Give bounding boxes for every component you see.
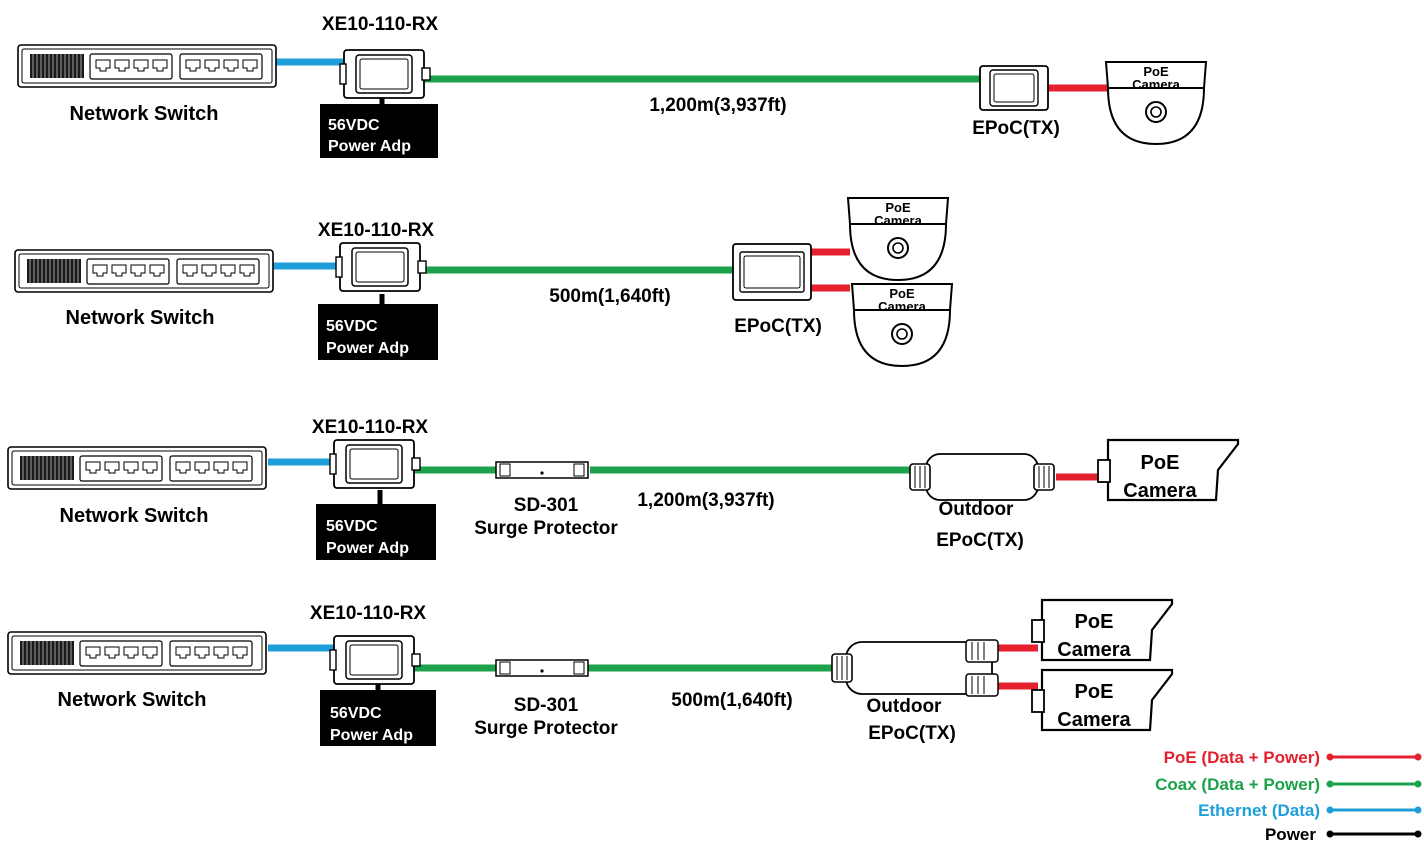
switch-label: Network Switch	[66, 307, 215, 329]
camera-label-line1: PoE	[889, 286, 915, 301]
tx-label-line1: Outdoor	[867, 696, 943, 717]
receiver-icon	[335, 242, 427, 292]
tx-label-line2: EPoC(TX)	[868, 723, 956, 744]
power-adapter	[316, 504, 436, 560]
adapter-label-line2: Power Adp	[330, 727, 413, 744]
adapter-label-line2: Power Adp	[326, 540, 409, 557]
legend-label-power: Power	[1265, 825, 1316, 841]
tx-label: EPoC(TX)	[972, 118, 1060, 139]
adapter-label-line1: 56VDC	[328, 117, 380, 134]
network-switch-icon	[7, 446, 267, 490]
legend-label-ethernet: Ethernet (Data)	[1198, 801, 1320, 820]
camera-label-line1: PoE	[1075, 611, 1114, 633]
surge-protector-icon	[495, 461, 589, 479]
switch-label: Network Switch	[70, 103, 219, 125]
receiver-label: XE10-110-RX	[318, 220, 435, 241]
power-adapter	[320, 104, 438, 158]
network-switch-icon	[7, 631, 267, 675]
adapter-label-line1: 56VDC	[326, 318, 378, 335]
surge-label-line1: SD-301	[514, 695, 579, 716]
epoc-tx-icon	[979, 65, 1049, 111]
receiver-label: XE10-110-RX	[312, 417, 429, 438]
legend-label-poe: PoE (Data + Power)	[1164, 748, 1320, 767]
tx-label: EPoC(TX)	[734, 316, 822, 337]
receiver-icon	[329, 635, 421, 685]
receiver-icon	[329, 439, 421, 489]
camera-label-line1: PoE	[1075, 681, 1114, 703]
legend	[1326, 753, 1422, 838]
switch-label: Network Switch	[58, 689, 207, 711]
camera-label-line1: PoE	[885, 200, 911, 215]
adapter-label-line2: Power Adp	[328, 138, 411, 155]
receiver-label: XE10-110-RX	[322, 14, 439, 35]
receiver-label: XE10-110-RX	[310, 603, 427, 624]
adapter-label-line2: Power Adp	[326, 340, 409, 357]
camera-label-line1: PoE	[1143, 64, 1169, 79]
receiver-icon	[339, 49, 431, 99]
adapter-label-line1: 56VDC	[326, 518, 378, 535]
tx-label-line1: Outdoor	[939, 499, 1015, 520]
switch-label: Network Switch	[60, 505, 209, 527]
row-1	[17, 44, 1207, 158]
surge-label-line1: SD-301	[514, 495, 579, 516]
network-switch-icon	[17, 44, 277, 88]
surge-label-line2: Surge Protector	[474, 518, 618, 539]
distance-label: 1,200m(3,937ft)	[649, 95, 786, 116]
row-4	[7, 598, 1174, 746]
network-switch-icon	[14, 249, 274, 293]
outdoor-epoc-tx-icon	[909, 453, 1055, 501]
tx-label-line2: EPoC(TX)	[936, 530, 1024, 551]
power-adapter	[318, 304, 438, 360]
camera-label-line2: Camera	[1132, 77, 1180, 92]
surge-protector-icon	[495, 659, 589, 677]
camera-label-line2: Camera	[878, 299, 926, 314]
epoc-tx-icon	[732, 243, 812, 301]
adapter-label-line1: 56VDC	[330, 705, 382, 722]
row-3	[7, 438, 1240, 560]
surge-label-line2: Surge Protector	[474, 718, 618, 739]
distance-label: 500m(1,640ft)	[549, 286, 670, 307]
legend-label-coax: Coax (Data + Power)	[1155, 775, 1320, 794]
distance-label: 500m(1,640ft)	[671, 690, 792, 711]
camera-label-line1: PoE	[1141, 452, 1180, 474]
distance-label: 1,200m(3,937ft)	[637, 490, 774, 511]
camera-label-line2: Camera	[1057, 639, 1131, 661]
row-2	[14, 197, 953, 367]
power-adapter	[320, 690, 436, 746]
camera-label-line2: Camera	[1057, 709, 1131, 731]
camera-label-line2: Camera	[1123, 480, 1197, 502]
camera-label-line2: Camera	[874, 213, 922, 228]
outdoor-epoc-tx-icon	[831, 639, 999, 697]
